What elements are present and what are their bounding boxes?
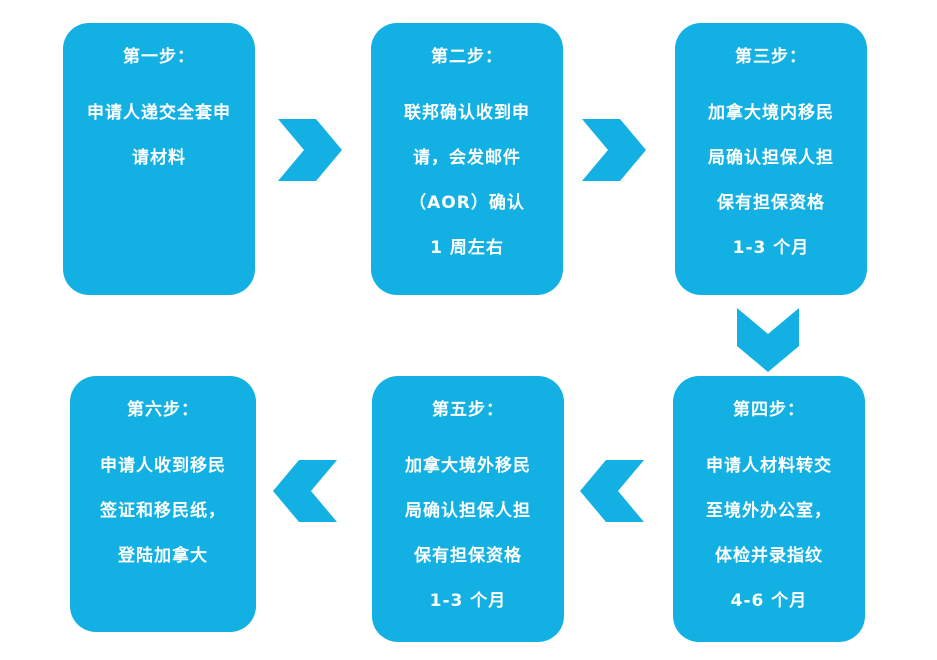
step-3-line-4: 1-3 个月: [732, 238, 810, 258]
step-5-box: 第五步： 加拿大境外移民 局确认担保人担 保有担保资格 1-3 个月: [372, 376, 564, 642]
step-6-line-1: 申请人收到移民: [100, 456, 226, 476]
step-3-body: 加拿大境内移民 局确认担保人担 保有担保资格 1-3 个月: [675, 91, 867, 271]
step-5-line-3: 保有担保资格: [414, 546, 522, 566]
step-6-box: 第六步： 申请人收到移民 签证和移民纸， 登陆加拿大: [70, 376, 256, 632]
step-2-box: 第二步： 联邦确认收到申 请，会发邮件 （AOR）确认 1 周左右: [371, 23, 563, 295]
step-3-box: 第三步： 加拿大境内移民 局确认担保人担 保有担保资格 1-3 个月: [675, 23, 867, 295]
step-3-line-1: 加拿大境内移民: [708, 103, 834, 123]
step-5-line-4: 1-3 个月: [429, 591, 507, 611]
step-4-line-1: 申请人材料转交: [706, 456, 832, 476]
step-5-title: 第五步：: [432, 400, 504, 420]
step-4-body: 申请人材料转交 至境外办公室， 体检并录指纹 4-6 个月: [673, 444, 865, 624]
step-3-title: 第三步：: [735, 47, 807, 67]
chevron-left-icon: [580, 460, 644, 522]
step-2-title: 第二步：: [431, 47, 503, 67]
step-5-line-2: 局确认担保人担: [405, 501, 531, 521]
step-2-line-2: 请，会发邮件: [413, 148, 521, 168]
step-6-line-3: 登陆加拿大: [118, 546, 208, 566]
step-1-line-1: 申请人递交全套申: [87, 103, 231, 123]
step-5-line-1: 加拿大境外移民: [405, 456, 531, 476]
step-1-line-2: 请材料: [132, 148, 186, 168]
step-5-body: 加拿大境外移民 局确认担保人担 保有担保资格 1-3 个月: [372, 444, 564, 624]
step-6-title: 第六步：: [127, 400, 199, 420]
step-1-title: 第一步：: [123, 47, 195, 67]
chevron-right-icon: [582, 119, 646, 181]
step-4-box: 第四步： 申请人材料转交 至境外办公室， 体检并录指纹 4-6 个月: [673, 376, 865, 642]
step-4-line-2: 至境外办公室，: [706, 501, 832, 521]
step-4-line-4: 4-6 个月: [730, 591, 808, 611]
step-2-line-3: （AOR）确认: [409, 193, 525, 213]
step-4-title: 第四步：: [733, 400, 805, 420]
step-1-body: 申请人递交全套申 请材料: [63, 91, 255, 181]
step-6-body: 申请人收到移民 签证和移民纸， 登陆加拿大: [70, 444, 256, 579]
step-6-line-2: 签证和移民纸，: [100, 501, 226, 521]
step-2-body: 联邦确认收到申 请，会发邮件 （AOR）确认 1 周左右: [371, 91, 563, 271]
step-3-line-3: 保有担保资格: [717, 193, 825, 213]
chevron-right-icon: [278, 119, 342, 181]
chevron-left-icon: [273, 460, 337, 522]
step-4-line-3: 体检并录指纹: [715, 546, 823, 566]
step-1-box: 第一步： 申请人递交全套申 请材料: [63, 23, 255, 295]
step-3-line-2: 局确认担保人担: [708, 148, 834, 168]
chevron-down-icon: [737, 308, 799, 372]
step-2-line-4: 1 周左右: [430, 238, 504, 258]
step-2-line-1: 联邦确认收到申: [404, 103, 530, 123]
